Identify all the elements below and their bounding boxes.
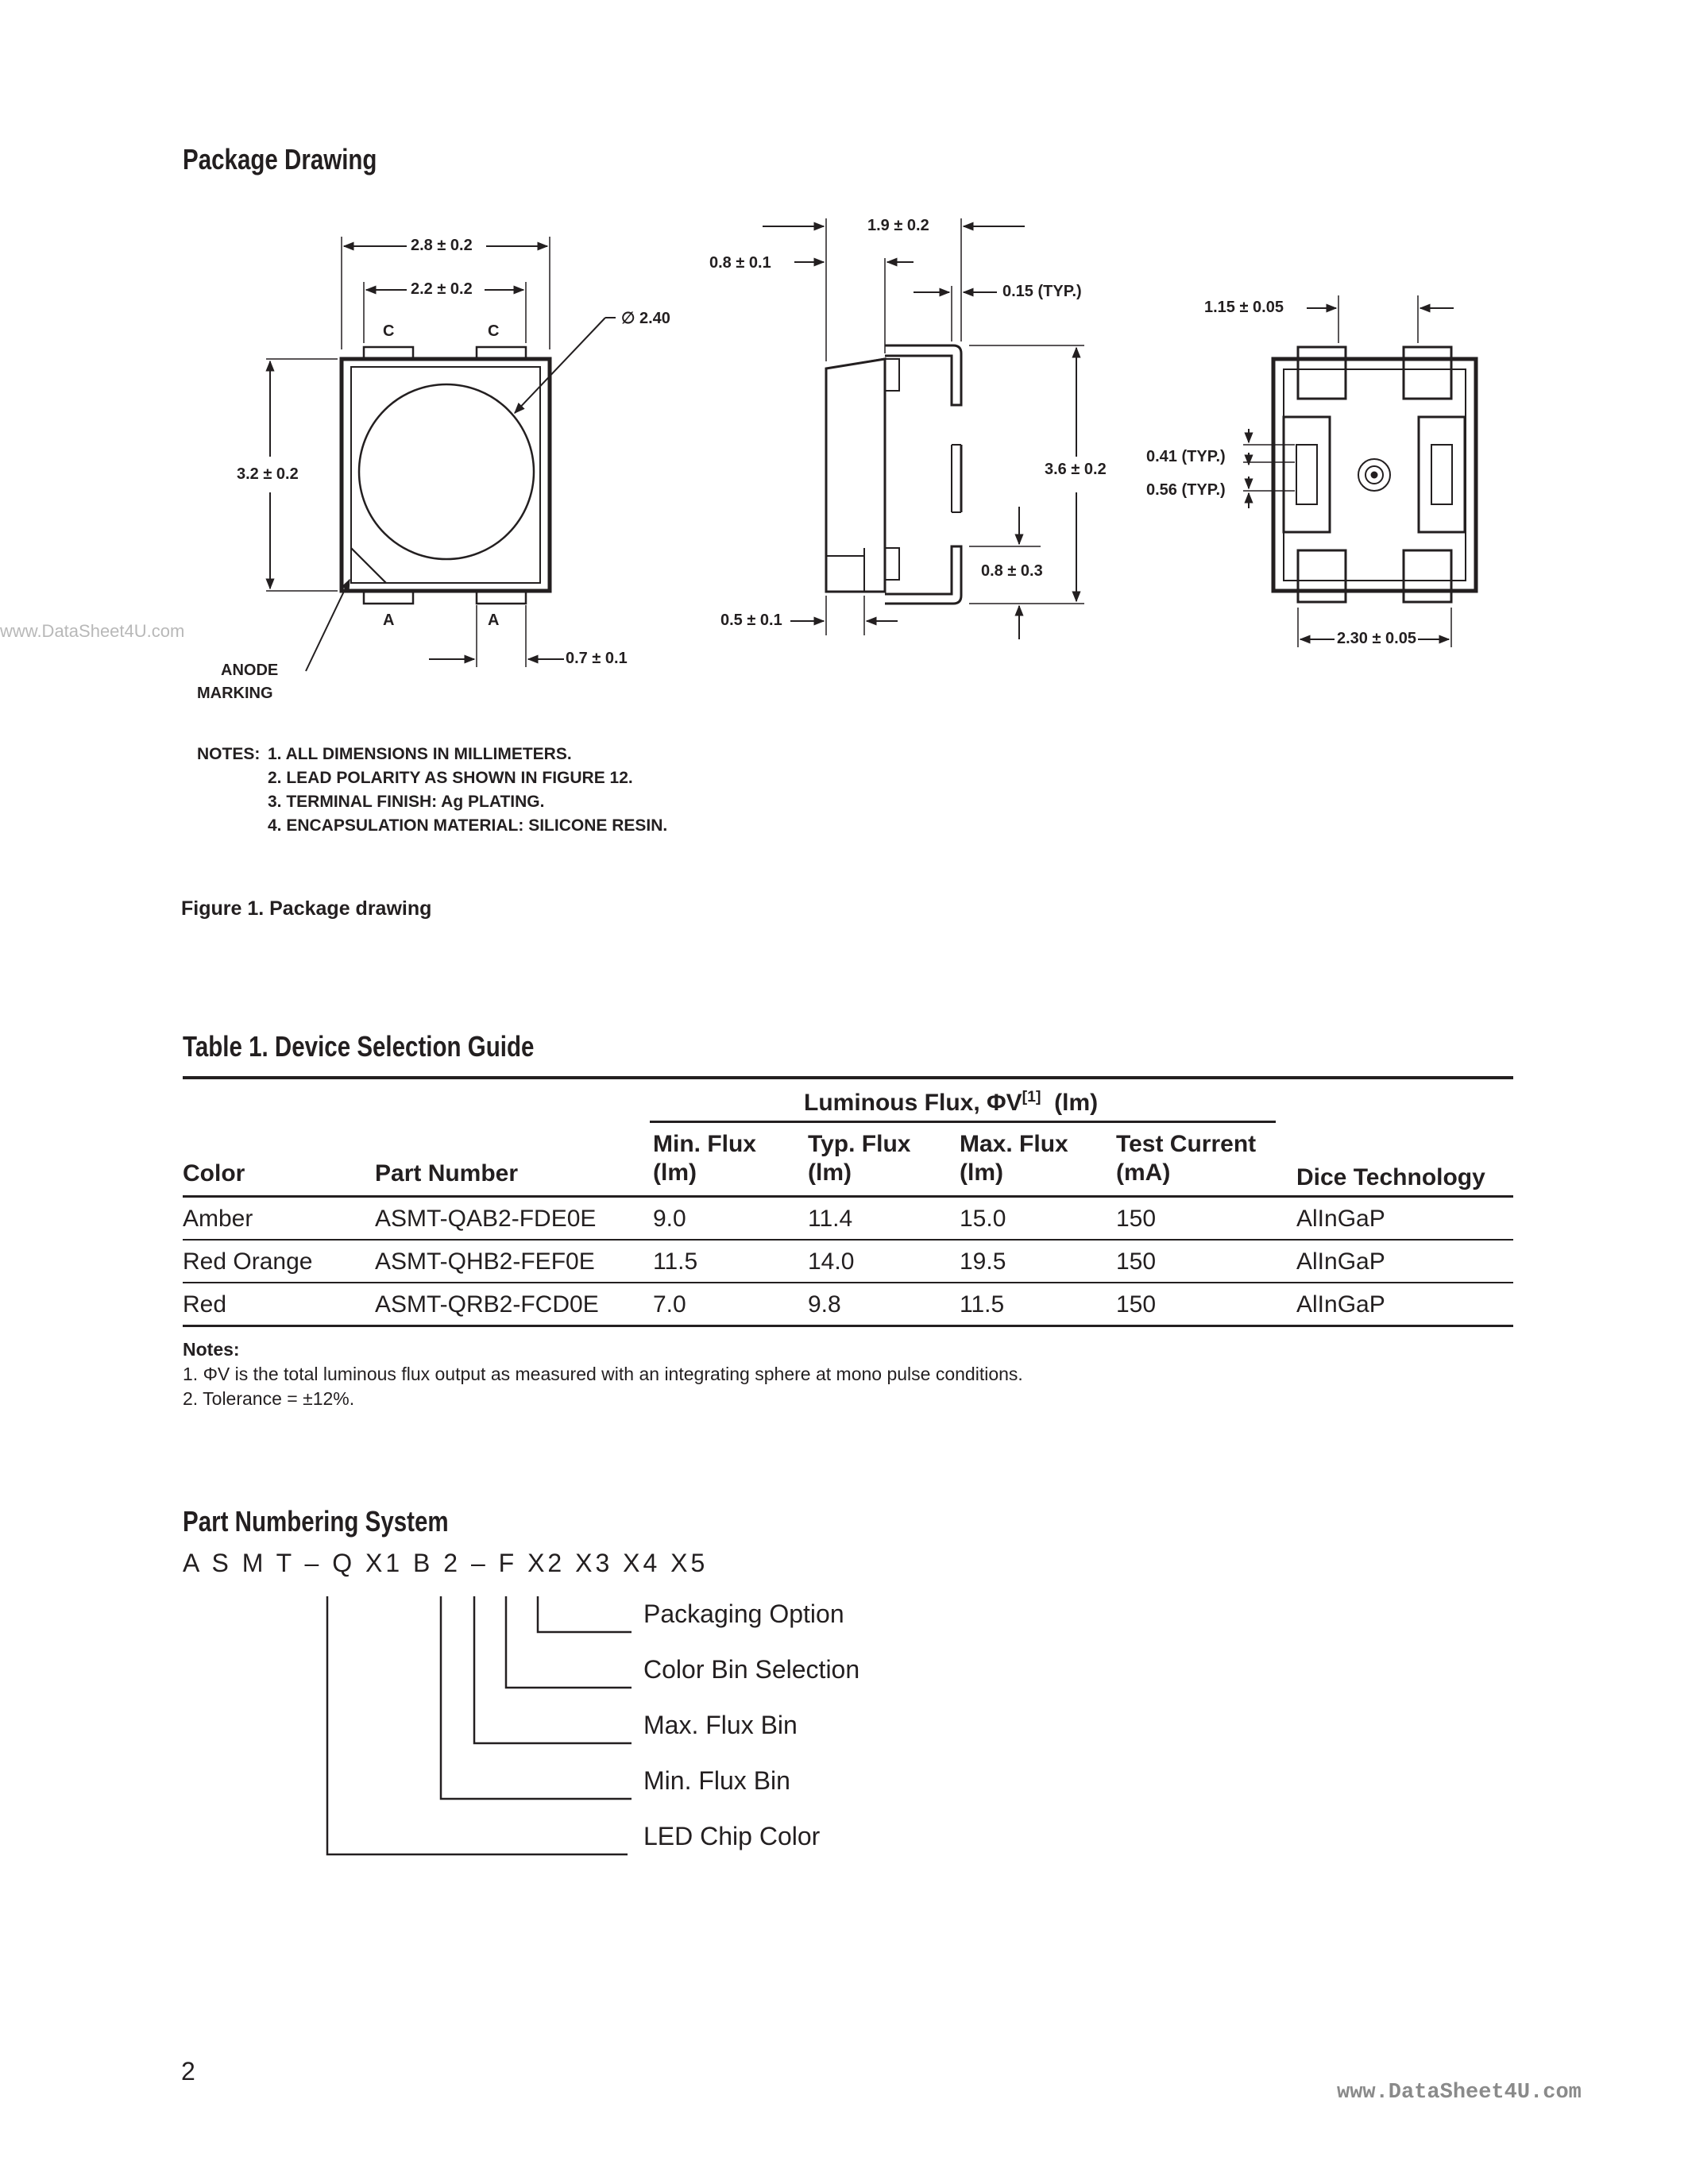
drawing-note-4: 4. ENCAPSULATION MATERIAL: SILICONE RESI… bbox=[268, 816, 668, 835]
section-title-table1: Table 1. Device Selection Guide bbox=[183, 1030, 535, 1063]
table-row-1-color: Amber bbox=[183, 1206, 253, 1232]
footer-watermark: www.DataSheet4U.com bbox=[1337, 2081, 1582, 2105]
table-row-3-color: Red bbox=[183, 1291, 227, 1318]
bottom-center-mark bbox=[1358, 458, 1391, 492]
dim-lens-diameter: ∅ 2.40 bbox=[621, 310, 670, 327]
table-note-1: 1. ΦV is the total luminous flux output … bbox=[183, 1364, 1023, 1384]
dim-lead-width: 0.7 ± 0.1 bbox=[566, 650, 628, 667]
col-header-min-flux: Min. Flux(lm) bbox=[653, 1131, 756, 1186]
page-number: 2 bbox=[181, 2057, 195, 2086]
drawing-note-2: 2. LEAD POLARITY AS SHOWN IN FIGURE 12. bbox=[268, 769, 633, 787]
pn-label-led-chip-color: LED Chip Color bbox=[643, 1822, 821, 1850]
package-drawing-figure bbox=[265, 218, 1478, 672]
cathode-label-2: C bbox=[488, 322, 500, 340]
table-row-1-min: 9.0 bbox=[653, 1206, 686, 1232]
dim-side-lead-length: 0.8 ± 0.3 bbox=[981, 562, 1043, 580]
table-row-1-dice: AlInGaP bbox=[1296, 1206, 1385, 1232]
dim-side-bottom-offset: 0.5 ± 0.1 bbox=[720, 612, 782, 629]
dim-top-width-outer: 2.8 ± 0.2 bbox=[411, 237, 473, 254]
table-row-1-current: 150 bbox=[1116, 1206, 1157, 1232]
table-row-3-dice: AlInGaP bbox=[1296, 1291, 1385, 1318]
table-note-2: 2. Tolerance = ±12%. bbox=[183, 1388, 355, 1409]
table-row-1-part: ASMT-QAB2-FDE0E bbox=[375, 1206, 597, 1232]
table-row-3-part: ASMT-QRB2-FCD0E bbox=[375, 1291, 599, 1318]
dim-top-height: 3.2 ± 0.2 bbox=[237, 465, 299, 483]
bottom-pad-br bbox=[1402, 549, 1453, 604]
pn-label-packaging-option: Packaging Option bbox=[643, 1599, 844, 1628]
bottom-pad-bl bbox=[1296, 549, 1347, 604]
table-notes-label: Notes: bbox=[183, 1339, 240, 1360]
dim-bottom-pad-span: 2.30 ± 0.05 bbox=[1337, 630, 1416, 647]
table-top-rule bbox=[183, 1076, 1513, 1079]
table-row-2-current: 150 bbox=[1116, 1248, 1157, 1275]
section-title-package-drawing: Package Drawing bbox=[183, 143, 377, 176]
table-row-2-dice: AlInGaP bbox=[1296, 1248, 1385, 1275]
side-watermark: www.DataSheet4U.com bbox=[0, 621, 185, 641]
anode-marking-label-1: ANODE bbox=[221, 662, 279, 679]
anode-marking-label-2: MARKING bbox=[197, 685, 273, 702]
side-view-lead-bottom bbox=[885, 545, 963, 605]
col-header-color: Color bbox=[183, 1160, 245, 1187]
pn-label-max-flux-bin: Max. Flux Bin bbox=[643, 1711, 798, 1739]
group-header-rule bbox=[650, 1121, 1276, 1123]
dim-top-width-inner: 2.2 ± 0.2 bbox=[411, 280, 473, 298]
bottom-view-body bbox=[1271, 357, 1478, 593]
anode-label-2: A bbox=[488, 612, 500, 629]
table-row-1-max: 15.0 bbox=[960, 1206, 1006, 1232]
row-1-rule bbox=[183, 1239, 1513, 1241]
cathode-label-1: C bbox=[383, 322, 395, 340]
table-row-2-min: 11.5 bbox=[653, 1248, 698, 1275]
col-header-part-number: Part Number bbox=[375, 1160, 519, 1187]
table-row-2-max: 19.5 bbox=[960, 1248, 1006, 1275]
dim-bottom-gap-2: 0.56 (TYP.) bbox=[1146, 481, 1226, 499]
col-header-test-current: Test Current(mA) bbox=[1116, 1131, 1257, 1186]
drawing-note-1: 1. ALL DIMENSIONS IN MILLIMETERS. bbox=[268, 745, 572, 763]
section-title-part-numbering: Part Numbering System bbox=[183, 1505, 449, 1538]
table-bottom-rule bbox=[183, 1325, 1513, 1327]
drawing-notes-label: NOTES: bbox=[197, 745, 261, 763]
part-number-code: A S M T – Q X1 B 2 – F X2 X3 X4 X5 bbox=[183, 1549, 709, 1577]
pn-label-min-flux-bin: Min. Flux Bin bbox=[643, 1766, 790, 1795]
table-row-1-typ: 11.4 bbox=[808, 1206, 853, 1232]
dim-side-depth: 1.9 ± 0.2 bbox=[867, 217, 929, 234]
row-2-rule bbox=[183, 1282, 1513, 1283]
col-header-max-flux: Max. Flux(lm) bbox=[960, 1131, 1068, 1186]
table-row-3-typ: 9.8 bbox=[808, 1291, 841, 1318]
bottom-pad-tl bbox=[1296, 345, 1347, 400]
table-row-2-part: ASMT-QHB2-FEF0E bbox=[375, 1248, 595, 1275]
top-view-lens bbox=[357, 383, 535, 561]
anode-label-1: A bbox=[383, 612, 395, 629]
table-row-3-current: 150 bbox=[1116, 1291, 1157, 1318]
pn-label-color-bin: Color Bin Selection bbox=[643, 1655, 860, 1684]
bottom-pad-tr bbox=[1402, 345, 1453, 400]
figure-caption: Figure 1. Package drawing bbox=[181, 897, 432, 920]
dim-bottom-pad-width: 1.15 ± 0.05 bbox=[1204, 299, 1284, 316]
anode-pad-2 bbox=[475, 589, 527, 605]
cathode-pad-1 bbox=[362, 345, 415, 361]
header-bottom-rule bbox=[183, 1195, 1513, 1198]
top-view-body bbox=[339, 357, 552, 593]
table-row-3-min: 7.0 bbox=[653, 1291, 686, 1318]
drawing-note-3: 3. TERMINAL FINISH: Ag PLATING. bbox=[268, 793, 545, 811]
dim-side-lead-thickness: 0.15 (TYP.) bbox=[1002, 283, 1082, 300]
anode-pad-1 bbox=[362, 589, 415, 605]
cathode-pad-2 bbox=[475, 345, 527, 361]
table-row-2-typ: 14.0 bbox=[808, 1248, 855, 1275]
dim-side-lead-offset: 0.8 ± 0.1 bbox=[709, 254, 771, 272]
group-header-luminous-flux: Luminous Flux, ΦV[1] (lm) bbox=[804, 1088, 1099, 1116]
dim-side-height: 3.6 ± 0.2 bbox=[1045, 461, 1107, 478]
table-row-2-color: Red Orange bbox=[183, 1248, 313, 1275]
table-row-3-max: 11.5 bbox=[960, 1291, 1005, 1318]
dim-bottom-gap-1: 0.41 (TYP.) bbox=[1146, 448, 1226, 465]
col-header-typ-flux: Typ. Flux(lm) bbox=[808, 1131, 911, 1186]
col-header-dice-technology: Dice Technology bbox=[1296, 1164, 1485, 1190]
side-view-lead-top bbox=[885, 344, 963, 407]
part-numbering-tree bbox=[326, 1596, 632, 1856]
